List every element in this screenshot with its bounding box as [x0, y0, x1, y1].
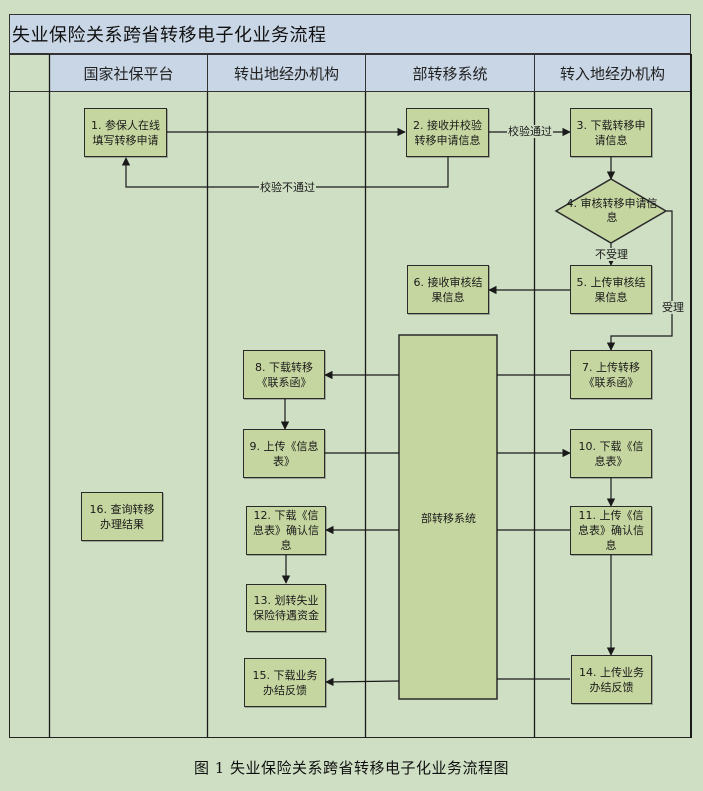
- node-10[interactable]: 10. 下载《信息表》: [570, 429, 652, 478]
- node-3[interactable]: 3. 下载转移申请信息: [570, 108, 652, 157]
- edge-system-15: [325, 677, 400, 687]
- node-13[interactable]: 13. 划转失业保险待遇资金: [246, 584, 326, 632]
- node-4-label[interactable]: 4. 审核转移申请信息: [566, 197, 658, 224]
- lane-dividers: [48, 54, 692, 738]
- figure-caption: 图 1 失业保险关系跨省转移电子化业务流程图: [193, 759, 510, 777]
- lane-header-outbound: 转出地经办机构: [207, 54, 366, 92]
- edge-label-reject: 不受理: [594, 248, 629, 261]
- diagram-title: 失业保险关系跨省转移电子化业务流程: [12, 25, 327, 46]
- node-12[interactable]: 12. 下载《信息表》确认信息: [246, 506, 326, 555]
- node-15[interactable]: 15. 下载业务办结反馈: [244, 658, 326, 707]
- node-16[interactable]: 16. 查询转移办理结果: [81, 492, 163, 541]
- lane-header-ministry: 部转移系统: [365, 54, 535, 92]
- lane-header-inbound: 转入地经办机构: [534, 54, 691, 92]
- decision-node-4: [554, 178, 668, 244]
- node-14[interactable]: 14. 上传业务办结反馈: [571, 655, 652, 704]
- ministry-system-label: 部转移系统: [421, 512, 476, 525]
- node-9[interactable]: 9. 上传《信息表》: [243, 429, 325, 478]
- node-7[interactable]: 7. 上传转移《联系函》: [570, 350, 652, 399]
- node-8[interactable]: 8. 下载转移《联系函》: [243, 350, 325, 399]
- edge-4-7: [606, 210, 673, 351]
- edge-label-pass: 校验通过: [507, 125, 553, 138]
- node-5[interactable]: 5. 上传审核结果信息: [570, 265, 652, 314]
- edge-label-fail: 校验不通过: [259, 181, 316, 194]
- edge-label-accept: 受理: [661, 301, 685, 314]
- node-2[interactable]: 2. 接收并校验转移申请信息: [406, 108, 489, 157]
- ministry-system-block: [398, 334, 498, 700]
- node-6[interactable]: 6. 接收审核结果信息: [407, 265, 489, 314]
- node-11[interactable]: 11. 上传《信息表》确认信息: [570, 506, 652, 555]
- node-1[interactable]: 1. 参保人在线填写转移申请: [84, 108, 167, 157]
- title-bar: [9, 14, 691, 54]
